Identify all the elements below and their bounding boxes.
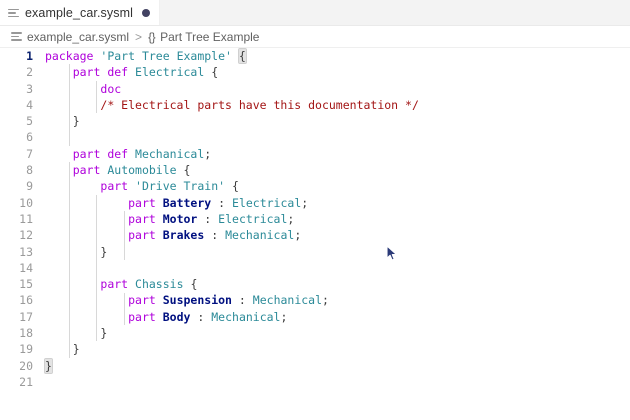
- line-content[interactable]: [42, 129, 630, 145]
- code-line[interactable]: 18 }: [0, 325, 630, 341]
- code-lines[interactable]: 1 package 'Part Tree Example' { 2 part d…: [0, 48, 630, 390]
- unsaved-indicator-icon[interactable]: [142, 9, 150, 17]
- code-line[interactable]: 20 }: [0, 357, 630, 374]
- breadcrumb-item-file[interactable]: example_car.sysml: [27, 29, 130, 44]
- breadcrumb-separator-icon: >: [135, 29, 143, 44]
- code-line[interactable]: 6: [0, 129, 630, 145]
- line-number: 19: [19, 342, 33, 357]
- line-number: 21: [19, 374, 33, 389]
- line-number: 13: [19, 244, 33, 259]
- line-content[interactable]: [42, 374, 630, 390]
- line-content[interactable]: doc: [100, 81, 122, 96]
- line-content[interactable]: part def Mechanical;: [72, 146, 212, 161]
- line-number: 10: [19, 195, 33, 210]
- line-content[interactable]: package 'Part Tree Example' {: [45, 48, 247, 64]
- line-number: 8: [26, 163, 33, 178]
- line-content[interactable]: }: [72, 114, 80, 129]
- code-line[interactable]: 2 part def Electrical {: [0, 64, 630, 80]
- code-line[interactable]: 19 }: [0, 341, 630, 357]
- line-content[interactable]: /* Electrical parts have this documentat…: [100, 97, 419, 112]
- line-number: 18: [19, 326, 33, 341]
- code-line[interactable]: 14: [0, 260, 630, 276]
- line-number: 4: [26, 97, 33, 112]
- code-line[interactable]: 1 package 'Part Tree Example' {: [0, 48, 630, 64]
- line-number: 2: [26, 65, 33, 80]
- line-content[interactable]: part 'Drive Train' {: [100, 179, 239, 194]
- file-lines-icon: [8, 8, 19, 18]
- line-content[interactable]: part Body : Mechanical;: [128, 309, 288, 324]
- line-number: 17: [19, 309, 33, 324]
- code-line[interactable]: 11 part Motor : Electrical;: [0, 211, 630, 227]
- code-line[interactable]: 7 part def Mechanical;: [0, 146, 630, 162]
- line-number: 16: [19, 293, 33, 308]
- line-content[interactable]: [42, 260, 630, 276]
- line-number: 9: [26, 179, 33, 194]
- code-line[interactable]: 9 part 'Drive Train' {: [0, 178, 630, 194]
- breadcrumb-file-icon: [11, 32, 22, 41]
- code-line[interactable]: 16 part Suspension : Mechanical;: [0, 292, 630, 308]
- line-content[interactable]: part def Electrical {: [72, 65, 219, 80]
- line-number: 20: [19, 358, 33, 373]
- tab-example-car-sysml[interactable]: example_car.sysml: [0, 0, 160, 26]
- code-line[interactable]: 21: [0, 374, 630, 390]
- code-line[interactable]: 12 part Brakes : Mechanical;: [0, 227, 630, 243]
- tab-bar: example_car.sysml: [0, 0, 630, 26]
- line-number: 12: [19, 228, 33, 243]
- code-editor[interactable]: 1 package 'Part Tree Example' { 2 part d…: [0, 48, 630, 420]
- breadcrumb-item-symbol[interactable]: Part Tree Example: [160, 29, 260, 44]
- code-line[interactable]: 5 }: [0, 113, 630, 129]
- line-number: 1: [26, 49, 33, 63]
- line-content[interactable]: part Brakes : Mechanical;: [128, 228, 302, 243]
- tab-label: example_car.sysml: [25, 6, 133, 20]
- code-line[interactable]: 10 part Battery : Electrical;: [0, 195, 630, 211]
- line-number: 6: [26, 130, 33, 145]
- line-number: 11: [19, 211, 33, 226]
- line-number: 7: [26, 146, 33, 161]
- line-content[interactable]: }: [100, 244, 108, 259]
- code-line[interactable]: 15 part Chassis {: [0, 276, 630, 292]
- line-content[interactable]: part Battery : Electrical;: [128, 195, 309, 210]
- line-content[interactable]: }: [100, 326, 108, 341]
- code-line[interactable]: 13 }: [0, 244, 630, 260]
- code-line[interactable]: 17 part Body : Mechanical;: [0, 309, 630, 325]
- code-line[interactable]: 8 part Automobile {: [0, 162, 630, 178]
- line-number: 3: [26, 81, 33, 96]
- code-line[interactable]: 3 doc: [0, 81, 630, 97]
- tab-bar-empty-space: [160, 0, 630, 26]
- line-content[interactable]: }: [72, 342, 80, 357]
- breadcrumb-symbol-icon: {}: [148, 29, 156, 44]
- line-number: 14: [19, 260, 33, 275]
- line-number: 15: [19, 277, 33, 292]
- line-content[interactable]: part Chassis {: [100, 277, 198, 292]
- line-content[interactable]: }: [44, 357, 53, 374]
- breadcrumb: example_car.sysml > {} Part Tree Example: [0, 26, 630, 48]
- line-content[interactable]: part Suspension : Mechanical;: [128, 293, 329, 308]
- line-content[interactable]: part Automobile {: [72, 163, 191, 178]
- line-content[interactable]: part Motor : Electrical;: [128, 211, 295, 226]
- line-number: 5: [26, 114, 33, 129]
- code-line[interactable]: 4 /* Electrical parts have this document…: [0, 97, 630, 113]
